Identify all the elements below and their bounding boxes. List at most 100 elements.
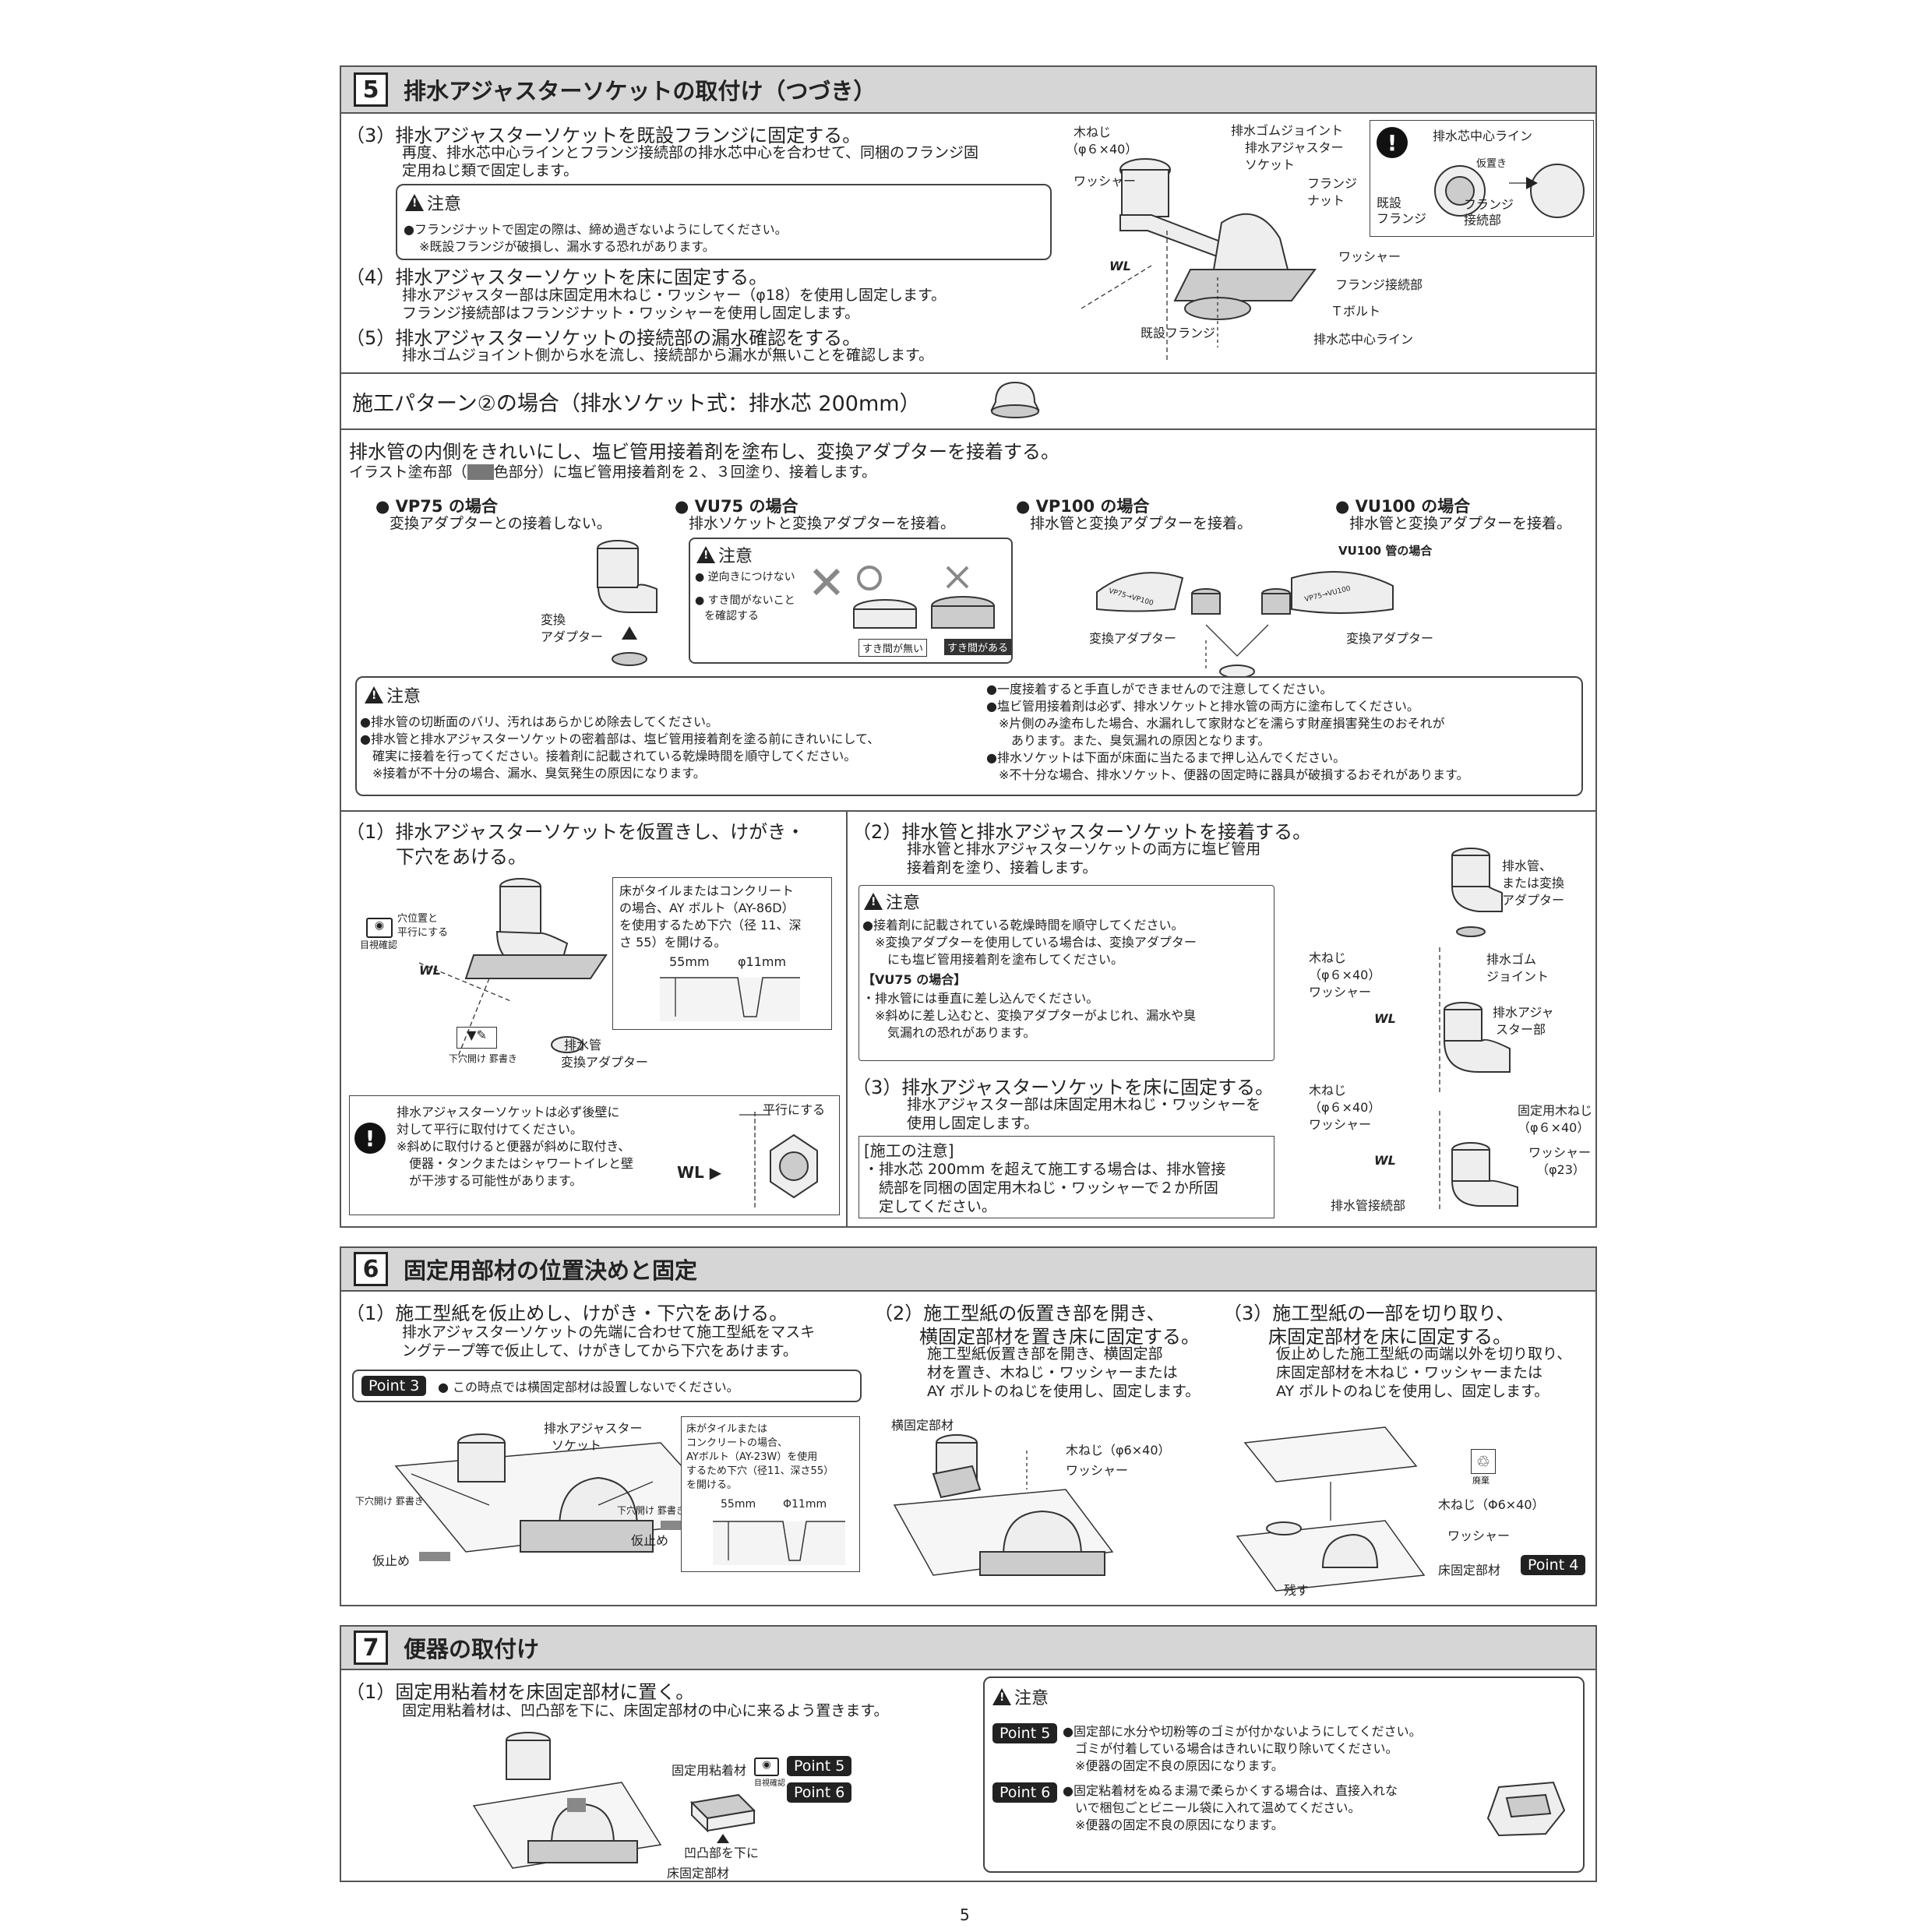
caution-line: ●排水管の切断面のバリ、汚れはあらかじめ除去してください。	[360, 714, 719, 729]
s6-step-2-title-2: 横固定部材を置き床に固定する。	[919, 1326, 1200, 1348]
case-vp100-title: ● VP100 の場合	[1016, 497, 1150, 516]
step-2-caution-box: 注意 ●接着剤に記載されている乾燥時間を順守してください。 ※変換アダプターを使…	[858, 885, 1274, 1061]
label-washer: ワッシャー	[1528, 1145, 1592, 1160]
label-flange-nut: フランジ	[1307, 176, 1358, 191]
tile-note-line: するため下穴（径11、深さ55）	[686, 1465, 834, 1477]
label-wood-screw-size: （φ６×40）	[1309, 968, 1381, 982]
label-washer-size: （φ23）	[1536, 1162, 1585, 1177]
step-3-body-1: 再度、排水芯中心ラインとフランジ接続部の排水芯中心を合わせて、同梱のフランジ固	[402, 144, 979, 161]
caution-line: あります。また、臭気漏れの原因となります。	[986, 733, 1271, 748]
dim-depth: 55mm	[721, 1498, 756, 1511]
label-socket: 排水アジャスター	[544, 1421, 643, 1436]
section-5-header: 5 排水アジャスターソケットの取付け（つづき）	[341, 67, 1595, 114]
s6-step-2-body: 施工型紙仮置き部を開き、横固定部	[927, 1345, 1163, 1363]
inset-connection: フランジ	[1464, 197, 1514, 212]
label-wood-screw-size: （φ６×40）	[1066, 142, 1138, 157]
s6-step-1-title: （1）施工型紙を仮止めし、けがき・下穴をあける。	[346, 1303, 788, 1324]
section-number: 7	[354, 1631, 388, 1665]
label-visual: 目視確認	[754, 1779, 785, 1788]
vp100-vu100-illustration	[1096, 571, 1394, 679]
label-drill: 下穴開け 罫書き	[355, 1496, 424, 1507]
divider	[341, 372, 1595, 374]
s6-step-3-body: 仮止めした施工型紙の両端以外を切り取り、	[1276, 1345, 1572, 1363]
label-adhesive: 固定用粘着材	[672, 1763, 747, 1778]
toilet-fixing-illustration	[472, 1732, 662, 1869]
parallel-line: が干渉する可能性があります。	[397, 1173, 583, 1188]
caution-heading: 注意	[405, 190, 461, 215]
label-side-fixing: 横固定部材	[891, 1418, 954, 1433]
caution-label: 注意	[427, 195, 462, 214]
label-washer: ワッシャー	[1309, 985, 1372, 999]
step-1-illustration	[418, 878, 608, 1057]
parallel-note-box: ! 排水アジャスターソケットは必ず後壁に 対して平行に取付けてください。 ※斜め…	[349, 1095, 840, 1215]
step-4-body-2: フランジ接続部はフランジナット・ワッシャーを使用し固定します。	[402, 305, 860, 322]
socket-icon	[990, 381, 1040, 418]
caution-heading: 注意	[864, 889, 920, 914]
caution-line: ● 逆向きにつけない	[695, 571, 795, 583]
floor-fixing-illustration	[1236, 1426, 1426, 1592]
label-dispose: 廃棄	[1472, 1475, 1490, 1486]
p2-step-2-title: （2）排水管と排水アジャスターソケットを接着する。	[852, 821, 1312, 843]
construction-note-line: ・排水芯 200mm を超えて施工する場合は、排水管接	[864, 1161, 1226, 1178]
caution-line: にも塩ビ管用接着剤を塗布してください。	[862, 952, 1124, 967]
caution-line: ●フランジナットで固定の際は、締め過ぎないようにしてください。	[404, 222, 788, 237]
label-pipe: 排水管、	[1502, 858, 1553, 873]
s6-tile-note-box: 床がタイルまたは コンクリートの場合、 AYボルト（AY-23W）を使用 するた…	[681, 1416, 860, 1572]
inset-illustration	[1434, 164, 1585, 218]
point-6-line: いで梱包ごとビニール袋に入れて温めてください。	[1063, 1800, 1361, 1815]
label-floor-fixing: 床固定部材	[1438, 1563, 1501, 1578]
caution-label: 注意	[718, 547, 753, 566]
point-3-text: ● この時点では横固定部材は設置しないでください。	[438, 1380, 739, 1394]
caution-heading: 注意	[992, 1684, 1049, 1709]
label-wl: WL	[1374, 1153, 1396, 1168]
parallel-line: 便器・タンクまたはシャワートイレと壁	[397, 1156, 634, 1171]
dim-diameter: φ11mm	[738, 954, 787, 969]
warning-triangle-icon	[365, 686, 383, 703]
p2-step-2-body-2: 接着剤を塗り、接着します。	[907, 859, 1098, 876]
parallel-line: 対して平行に取付けてください。	[397, 1122, 583, 1137]
warm-bag-illustration	[1486, 1781, 1566, 1837]
p2-step-3-title: （3）排水アジャスターソケットを床に固定する。	[852, 1077, 1274, 1098]
case-vp75-title: ● VP75 の場合	[375, 497, 498, 516]
label-wood-screw: 木ねじ（Φ6×40）	[1438, 1497, 1545, 1512]
step-3-title: （3）排水アジャスターソケットを既設フランジに固定する。	[346, 125, 862, 146]
label-fixing-screw-size: （φ６×40）	[1518, 1120, 1590, 1135]
label-wood-screw: 木ねじ	[1309, 950, 1347, 965]
label-rubber-joint: 排水ゴムジョイント	[1231, 123, 1344, 138]
adhesive-pad-illustration	[689, 1793, 756, 1843]
label-fixing-screw: 固定用木ねじ	[1518, 1103, 1593, 1118]
section-6-header: 6 固定用部材の位置決めと固定	[341, 1248, 1595, 1292]
caution-line: ●排水ソケットは下面が床面に当たるまで押し込んでください。	[986, 750, 1346, 765]
dim-diameter: Φ11mm	[783, 1498, 827, 1511]
s6-step-1-body-2: ングテープ等で仮止して、けがきしてから下穴をあけます。	[402, 1342, 798, 1359]
important-icon: !	[354, 1123, 386, 1154]
tile-note-line: を開ける。	[686, 1479, 738, 1491]
side-fixing-illustration	[893, 1434, 1114, 1576]
label-adapter-left: 変換アダプター	[1089, 631, 1177, 646]
pattern-2-title: 施工パターン②の場合（排水ソケット式：排水芯 200mm）	[352, 392, 921, 416]
dim-depth: 55mm	[669, 954, 710, 969]
point-3-box: Point 3 ● この時点では横固定部材は設置しないでください。	[352, 1370, 862, 1402]
tile-note-line: 床がタイルまたはコンクリート	[619, 883, 795, 898]
tile-note-line: さ 55）を開ける。	[619, 935, 727, 950]
point-6-line: ●固定粘着材をぬるま湯で柔らかくする場合は、直接入れな	[1063, 1783, 1398, 1798]
no-gap-label: すき間が無い	[858, 639, 928, 657]
drill-hole-illustration	[660, 977, 800, 1021]
important-icon: !	[1377, 127, 1408, 158]
label-flange-connection: フランジ接続部	[1335, 277, 1423, 292]
tile-note-box: 床がタイルまたはコンクリート の場合、AY ボルト（AY-86D） を使用するた…	[612, 877, 832, 1030]
label-hole: 穴位置と	[397, 913, 439, 925]
caution-label: 注意	[1014, 1689, 1049, 1708]
caution-line: 気漏れの恐れがあります。	[862, 1025, 1036, 1040]
section-title: 排水アジャスターソケットの取付け（つづき）	[404, 78, 876, 104]
label-center-line: 排水芯中心ライン	[1313, 332, 1414, 347]
caution-line: ※片側のみ塗布した場合、水漏れして家財などを濡らす財産損害発生のおそれが	[986, 716, 1445, 731]
inset-box: ! 排水芯中心ライン 仮置き 既設 フランジ フランジ 接続部	[1370, 120, 1594, 237]
label-drill: 下穴開け 罫書き	[449, 1053, 517, 1064]
s6-step-3-title: （3）施工型紙の一部を切り取り、	[1223, 1303, 1515, 1324]
label-wood-screw: 木ねじ	[1309, 1083, 1347, 1098]
point-3-badge: Point 3	[361, 1376, 427, 1396]
eye-icon: ◉	[366, 918, 393, 938]
case-vp75-desc: 変換アダプターとの接着しない。	[390, 515, 612, 532]
caution-heading: 注意	[365, 682, 421, 707]
